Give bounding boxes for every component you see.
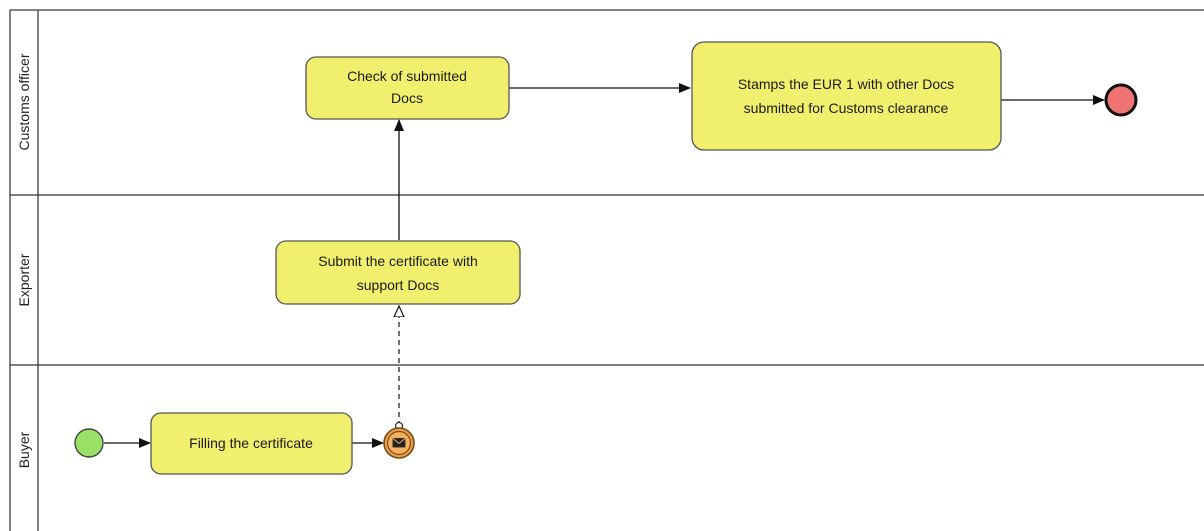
task-line-1: Filling the certificate [189, 435, 313, 451]
pool-border [9, 9, 1204, 531]
lane-exporter[interactable]: Exporter [16, 253, 32, 306]
task-line-2: submitted for Customs clearance [744, 100, 949, 116]
start-event-circle [74, 428, 104, 458]
lane-label-customs-officer: Customs officer [16, 53, 32, 150]
start-event[interactable] [74, 428, 104, 458]
end-event-circle [1104, 83, 1138, 117]
pool [9, 9, 1204, 531]
lane-buyer[interactable]: Buyer [16, 431, 32, 468]
task-line-1: Submit the certificate with [318, 253, 478, 269]
lane-label-exporter: Exporter [16, 253, 32, 306]
task-submit-certificate[interactable]: Submit the certificate with support Docs [275, 240, 521, 305]
lane-label-buyer: Buyer [16, 431, 32, 468]
task-line-1: Check of submitted [347, 68, 467, 84]
message-flow[interactable] [396, 306, 403, 431]
intermediate-message-event[interactable] [383, 427, 415, 459]
lane-customs-officer[interactable]: Customs officer [16, 53, 32, 150]
task-line-1: Stamps the EUR 1 with other Docs [738, 76, 954, 92]
task-box [150, 412, 353, 475]
end-event[interactable] [1104, 83, 1138, 117]
envelope-icon [392, 438, 406, 448]
task-box [691, 41, 1002, 151]
task-check-submitted-docs[interactable]: Check of submitted Docs [305, 56, 510, 120]
task-box [275, 240, 521, 305]
sequence-flows [104, 83, 1105, 448]
task-box [305, 56, 510, 120]
task-line-2: Docs [391, 90, 423, 106]
task-line-2: support Docs [357, 277, 439, 293]
task-stamps-eur1[interactable]: Stamps the EUR 1 with other Docs submitt… [691, 41, 1002, 151]
task-filling-certificate[interactable]: Filling the certificate [150, 412, 353, 475]
